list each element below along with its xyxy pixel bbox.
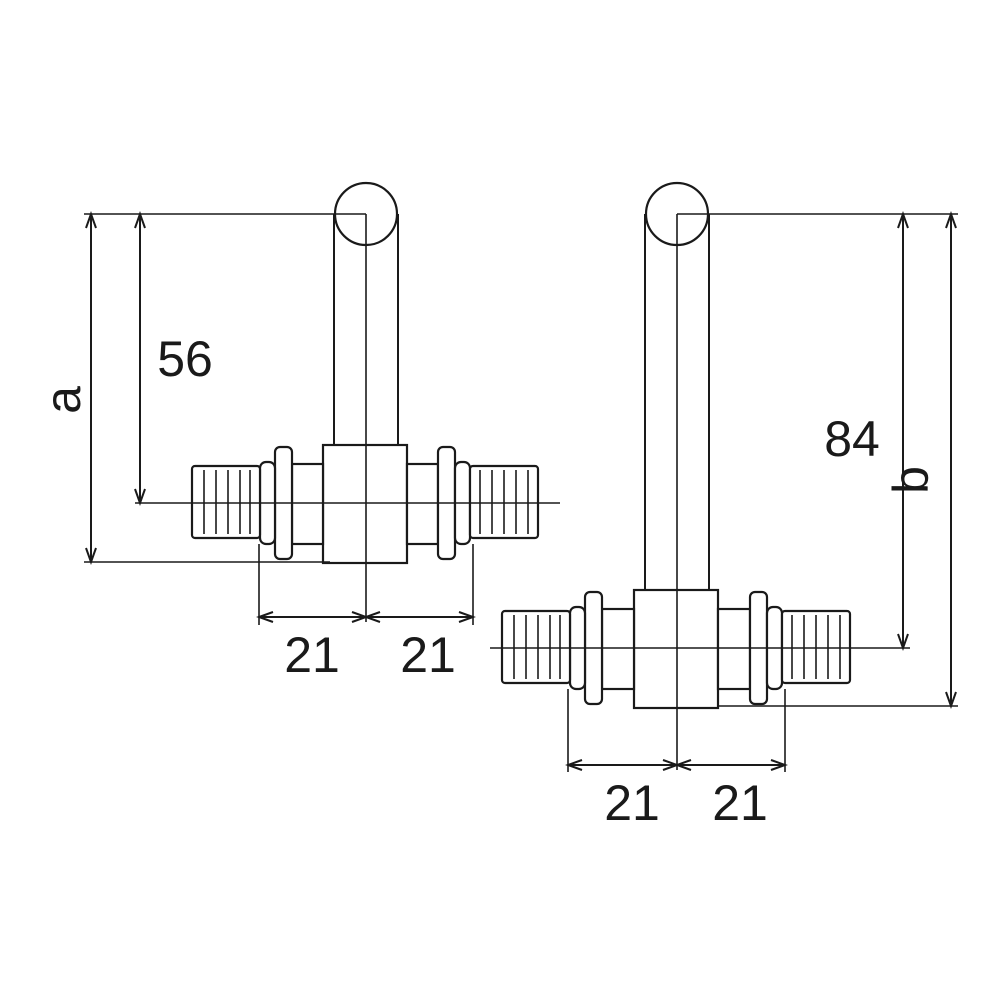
right-tee-body <box>632 588 720 710</box>
dimension-84: 84 <box>824 211 909 651</box>
dimension-b: b <box>677 211 958 709</box>
left-tee-fitting: a 56 21 21 <box>35 181 560 683</box>
left-dim-21-right: 21 <box>400 627 456 683</box>
dimension-a: a <box>35 211 366 565</box>
right-side-connector <box>405 445 540 561</box>
left-tee-body <box>321 443 409 565</box>
right-dim-21-left: 21 <box>604 775 660 831</box>
dimension-56: 56 <box>134 211 213 506</box>
right-fig-left-connector <box>500 590 636 706</box>
right-bottom-dimensions: 21 21 <box>565 689 788 831</box>
left-dim-21-left: 21 <box>284 627 340 683</box>
right-tee-fitting: b 84 21 21 <box>490 181 958 831</box>
dimension-b-label: b <box>883 466 939 494</box>
left-bottom-dimensions: 21 21 <box>256 544 476 683</box>
dimension-84-label: 84 <box>824 411 880 467</box>
dimension-a-label: a <box>35 386 91 414</box>
right-dim-21-right: 21 <box>712 775 768 831</box>
dimension-56-label: 56 <box>157 331 213 387</box>
